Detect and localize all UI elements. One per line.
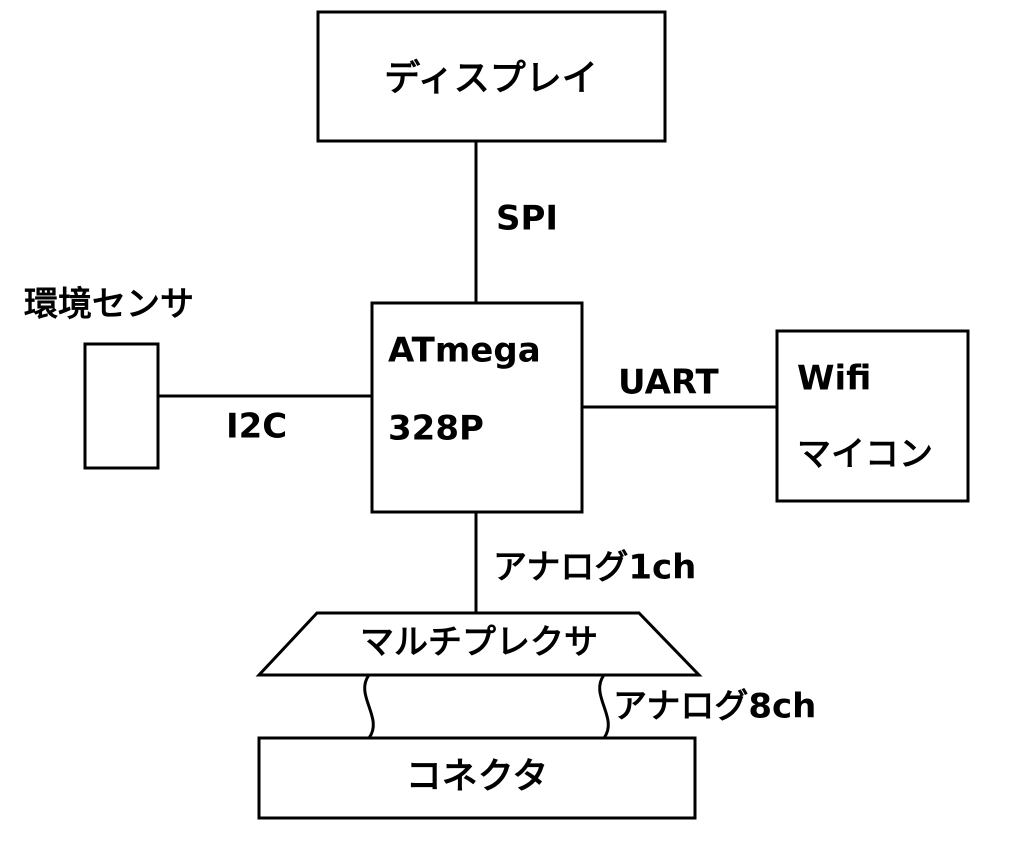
- analog-8ch-label: アナログ8ch: [613, 687, 816, 727]
- mcu-label-line2: 328P: [388, 409, 484, 449]
- multiplexer-block: [255, 611, 703, 677]
- env-sensor-label: 環境センサ: [24, 285, 194, 325]
- i2c-label: I2C: [226, 407, 287, 447]
- wifi-label-line1: Wifi: [797, 359, 871, 399]
- mcu-label-line1: ATmega: [388, 331, 541, 371]
- uart-label: UART: [618, 363, 720, 403]
- wifi-block: [775, 329, 970, 503]
- analog-8ch-line-left: [363, 674, 375, 739]
- multiplexer-label: マルチプレクサ: [360, 623, 598, 663]
- spi-label: SPI: [496, 199, 558, 239]
- mcu-block: [370, 301, 584, 514]
- analog-8ch-line-right: [598, 674, 610, 739]
- connector-block: [257, 736, 697, 820]
- wifi-label-line2: マイコン: [797, 435, 933, 475]
- analog-1ch-label: アナログ1ch: [493, 548, 696, 588]
- display-label: ディスプレイ: [384, 57, 597, 99]
- connector-label: コネクタ: [406, 756, 549, 797]
- display-block: [316, 10, 667, 143]
- env-sensor-block: [83, 342, 160, 470]
